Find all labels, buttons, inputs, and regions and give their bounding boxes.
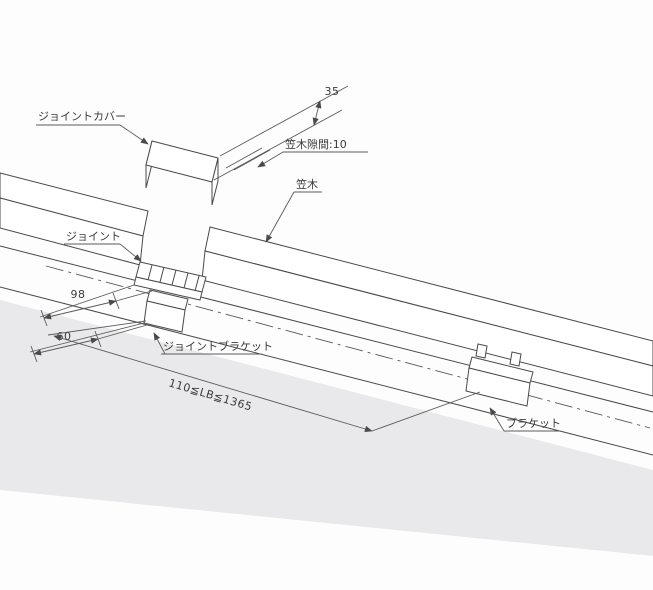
dim-98-witness-right <box>115 290 153 302</box>
gap-extension-1 <box>225 147 263 169</box>
dim-lb-witness-left <box>47 320 147 336</box>
label-coping: 笠木 <box>265 177 322 243</box>
coping-gap-leader <box>257 151 284 168</box>
joint-bracket-label: ジョイントブラケット <box>163 339 273 353</box>
coping-gap-label: 笠木隙間:10 <box>285 137 347 151</box>
dim-35-extension-1 <box>219 85 349 157</box>
dim-98: 98 <box>39 284 153 327</box>
dim-60-tick-left <box>30 345 38 363</box>
bracket-tab-right <box>509 351 522 367</box>
dim-35: 35 <box>213 85 349 181</box>
coping-label: 笠木 <box>296 177 318 191</box>
label-bracket: ブラケット <box>489 407 561 432</box>
bracket-tab-left <box>475 343 488 359</box>
dim-98-tick-right <box>112 292 120 310</box>
bracket-front <box>465 367 531 407</box>
joint-cover-label: ジョイントカバー <box>38 110 126 123</box>
bracket-part <box>465 343 534 407</box>
wall-back-edge <box>0 245 653 413</box>
cover-top-face <box>145 140 219 183</box>
label-joint-bracket: ジョイントブラケット <box>153 332 273 355</box>
bracket-label: ブラケット <box>506 416 561 430</box>
dim-98-value: 98 <box>71 288 86 301</box>
coping-rail-left <box>0 172 149 266</box>
joint-ridges <box>147 264 200 292</box>
dim-lb-line <box>53 335 373 432</box>
joint-bracket-leader <box>153 332 166 355</box>
dim-35-line <box>312 100 322 126</box>
label-coping-gap: 笠木隙間:10 <box>257 137 368 168</box>
dim-98-tick-left <box>40 309 48 327</box>
dim-gap-10 <box>225 147 271 171</box>
joint-bracket-part <box>143 289 189 333</box>
dim-lb-witness-right <box>371 391 481 432</box>
joint-cover-leader <box>119 124 149 145</box>
joint-cover-part <box>145 140 219 206</box>
rail-right-front-face <box>201 250 653 397</box>
joint-bracket-front <box>143 300 186 333</box>
label-joint: ジョイント <box>64 230 142 262</box>
joint-plate <box>133 261 207 301</box>
gap-extension-2 <box>233 149 271 171</box>
joint-label: ジョイント <box>66 230 121 243</box>
joint-front-strip <box>133 276 203 301</box>
coping-rail-right <box>201 226 653 397</box>
dim-35-value: 35 <box>325 85 340 98</box>
joint-leader <box>119 243 142 262</box>
coping-leader <box>265 191 295 243</box>
bracket-leader <box>489 407 505 432</box>
rail-right-top-face <box>204 226 653 367</box>
dim-98-line <box>43 299 117 320</box>
label-joint-cover: ジョイントカバー <box>36 110 149 145</box>
